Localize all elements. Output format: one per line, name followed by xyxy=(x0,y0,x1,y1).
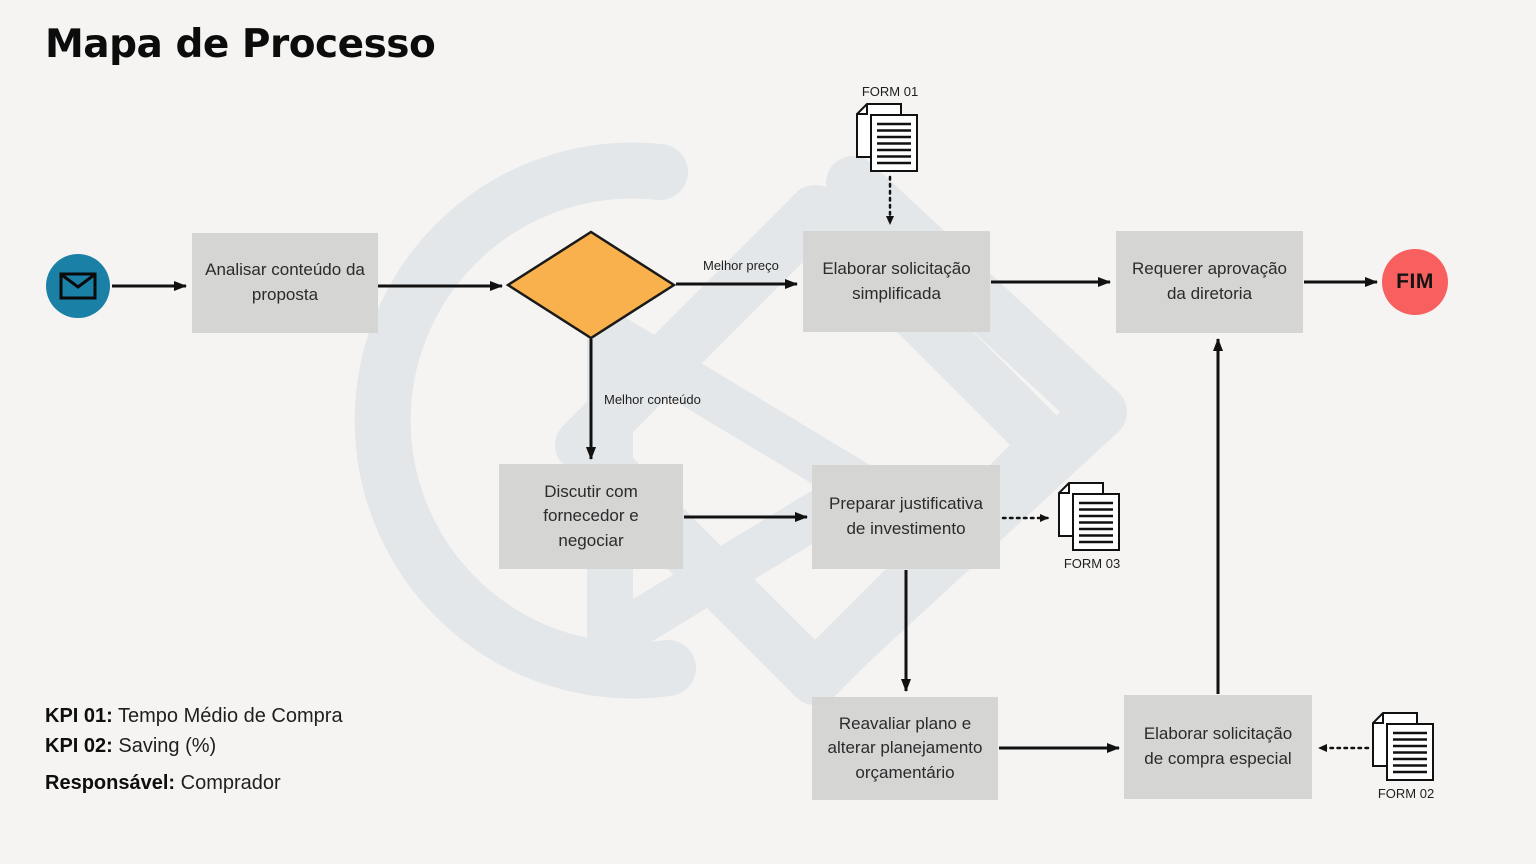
end-event-label: FIM xyxy=(1396,270,1434,293)
process-box-label: Requerer aprovação da diretoria xyxy=(1132,259,1287,303)
envelope-icon xyxy=(59,272,97,300)
document-icon-form02 xyxy=(1372,712,1434,781)
responsible-value: Comprador xyxy=(180,772,281,794)
process-box-requerer-aprovacao-diretoria: Requerer aprovação da diretoria xyxy=(1116,231,1303,333)
page-title: Mapa de Processo xyxy=(45,22,436,67)
form03-label: FORM 03 xyxy=(1063,556,1121,571)
document-icon-form03 xyxy=(1058,482,1120,551)
kpi-02-value: Saving (%) xyxy=(118,735,217,757)
process-box-reavaliar-plano: Reavaliar plano e alterar planejamento o… xyxy=(812,697,998,800)
process-box-preparar-justificativa: Preparar justificativa de investimento xyxy=(812,465,1000,569)
process-box-label: Reavaliar plano e alterar planejamento o… xyxy=(827,713,983,782)
process-box-elaborar-solicitacao-simplificada: Elaborar solicitação simplificada xyxy=(803,231,990,332)
start-event-node xyxy=(46,254,110,318)
process-box-compra-especial: Elaborar solicitação de compra especial xyxy=(1124,695,1312,799)
decision-diamond xyxy=(505,230,677,340)
process-box-label: Discutir com fornecedor e negociar xyxy=(543,481,639,550)
process-box-label: Elaborar solicitação de compra especial xyxy=(1143,724,1293,768)
end-event-fim: FIM xyxy=(1382,249,1448,315)
process-box-label: Analisar conteúdo da proposta xyxy=(205,260,365,304)
kpi-02-line: KPI 02: Saving (%) xyxy=(45,731,343,761)
form01-label: FORM 01 xyxy=(861,84,919,99)
kpi-01-line: KPI 01: Tempo Médio de Compra xyxy=(45,701,343,731)
responsible-label: Responsável: xyxy=(45,772,176,794)
process-box-label: Elaborar solicitação simplificada xyxy=(822,258,971,303)
process-box-discutir-fornecedor: Discutir com fornecedor e negociar xyxy=(499,464,683,569)
edge-label-melhor-preco: Melhor preço xyxy=(703,258,779,273)
kpi-01-value: Tempo Médio de Compra xyxy=(118,705,343,727)
footer-info: KPI 01: Tempo Médio de Compra KPI 02: Sa… xyxy=(45,701,343,798)
watermark-arc xyxy=(354,142,696,699)
document-icon-form01 xyxy=(856,103,918,172)
process-box-label: Preparar justificativa de investimento xyxy=(828,494,983,538)
responsible-line: Responsável: Comprador xyxy=(45,768,343,798)
form02-label: FORM 02 xyxy=(1377,786,1435,801)
process-box-analisar-proposta: Analisar conteúdo da proposta xyxy=(192,233,378,333)
edge-label-melhor-conteudo: Melhor conteúdo xyxy=(604,392,701,407)
kpi-01-label: KPI 01: xyxy=(45,705,113,727)
kpi-02-label: KPI 02: xyxy=(45,735,113,757)
